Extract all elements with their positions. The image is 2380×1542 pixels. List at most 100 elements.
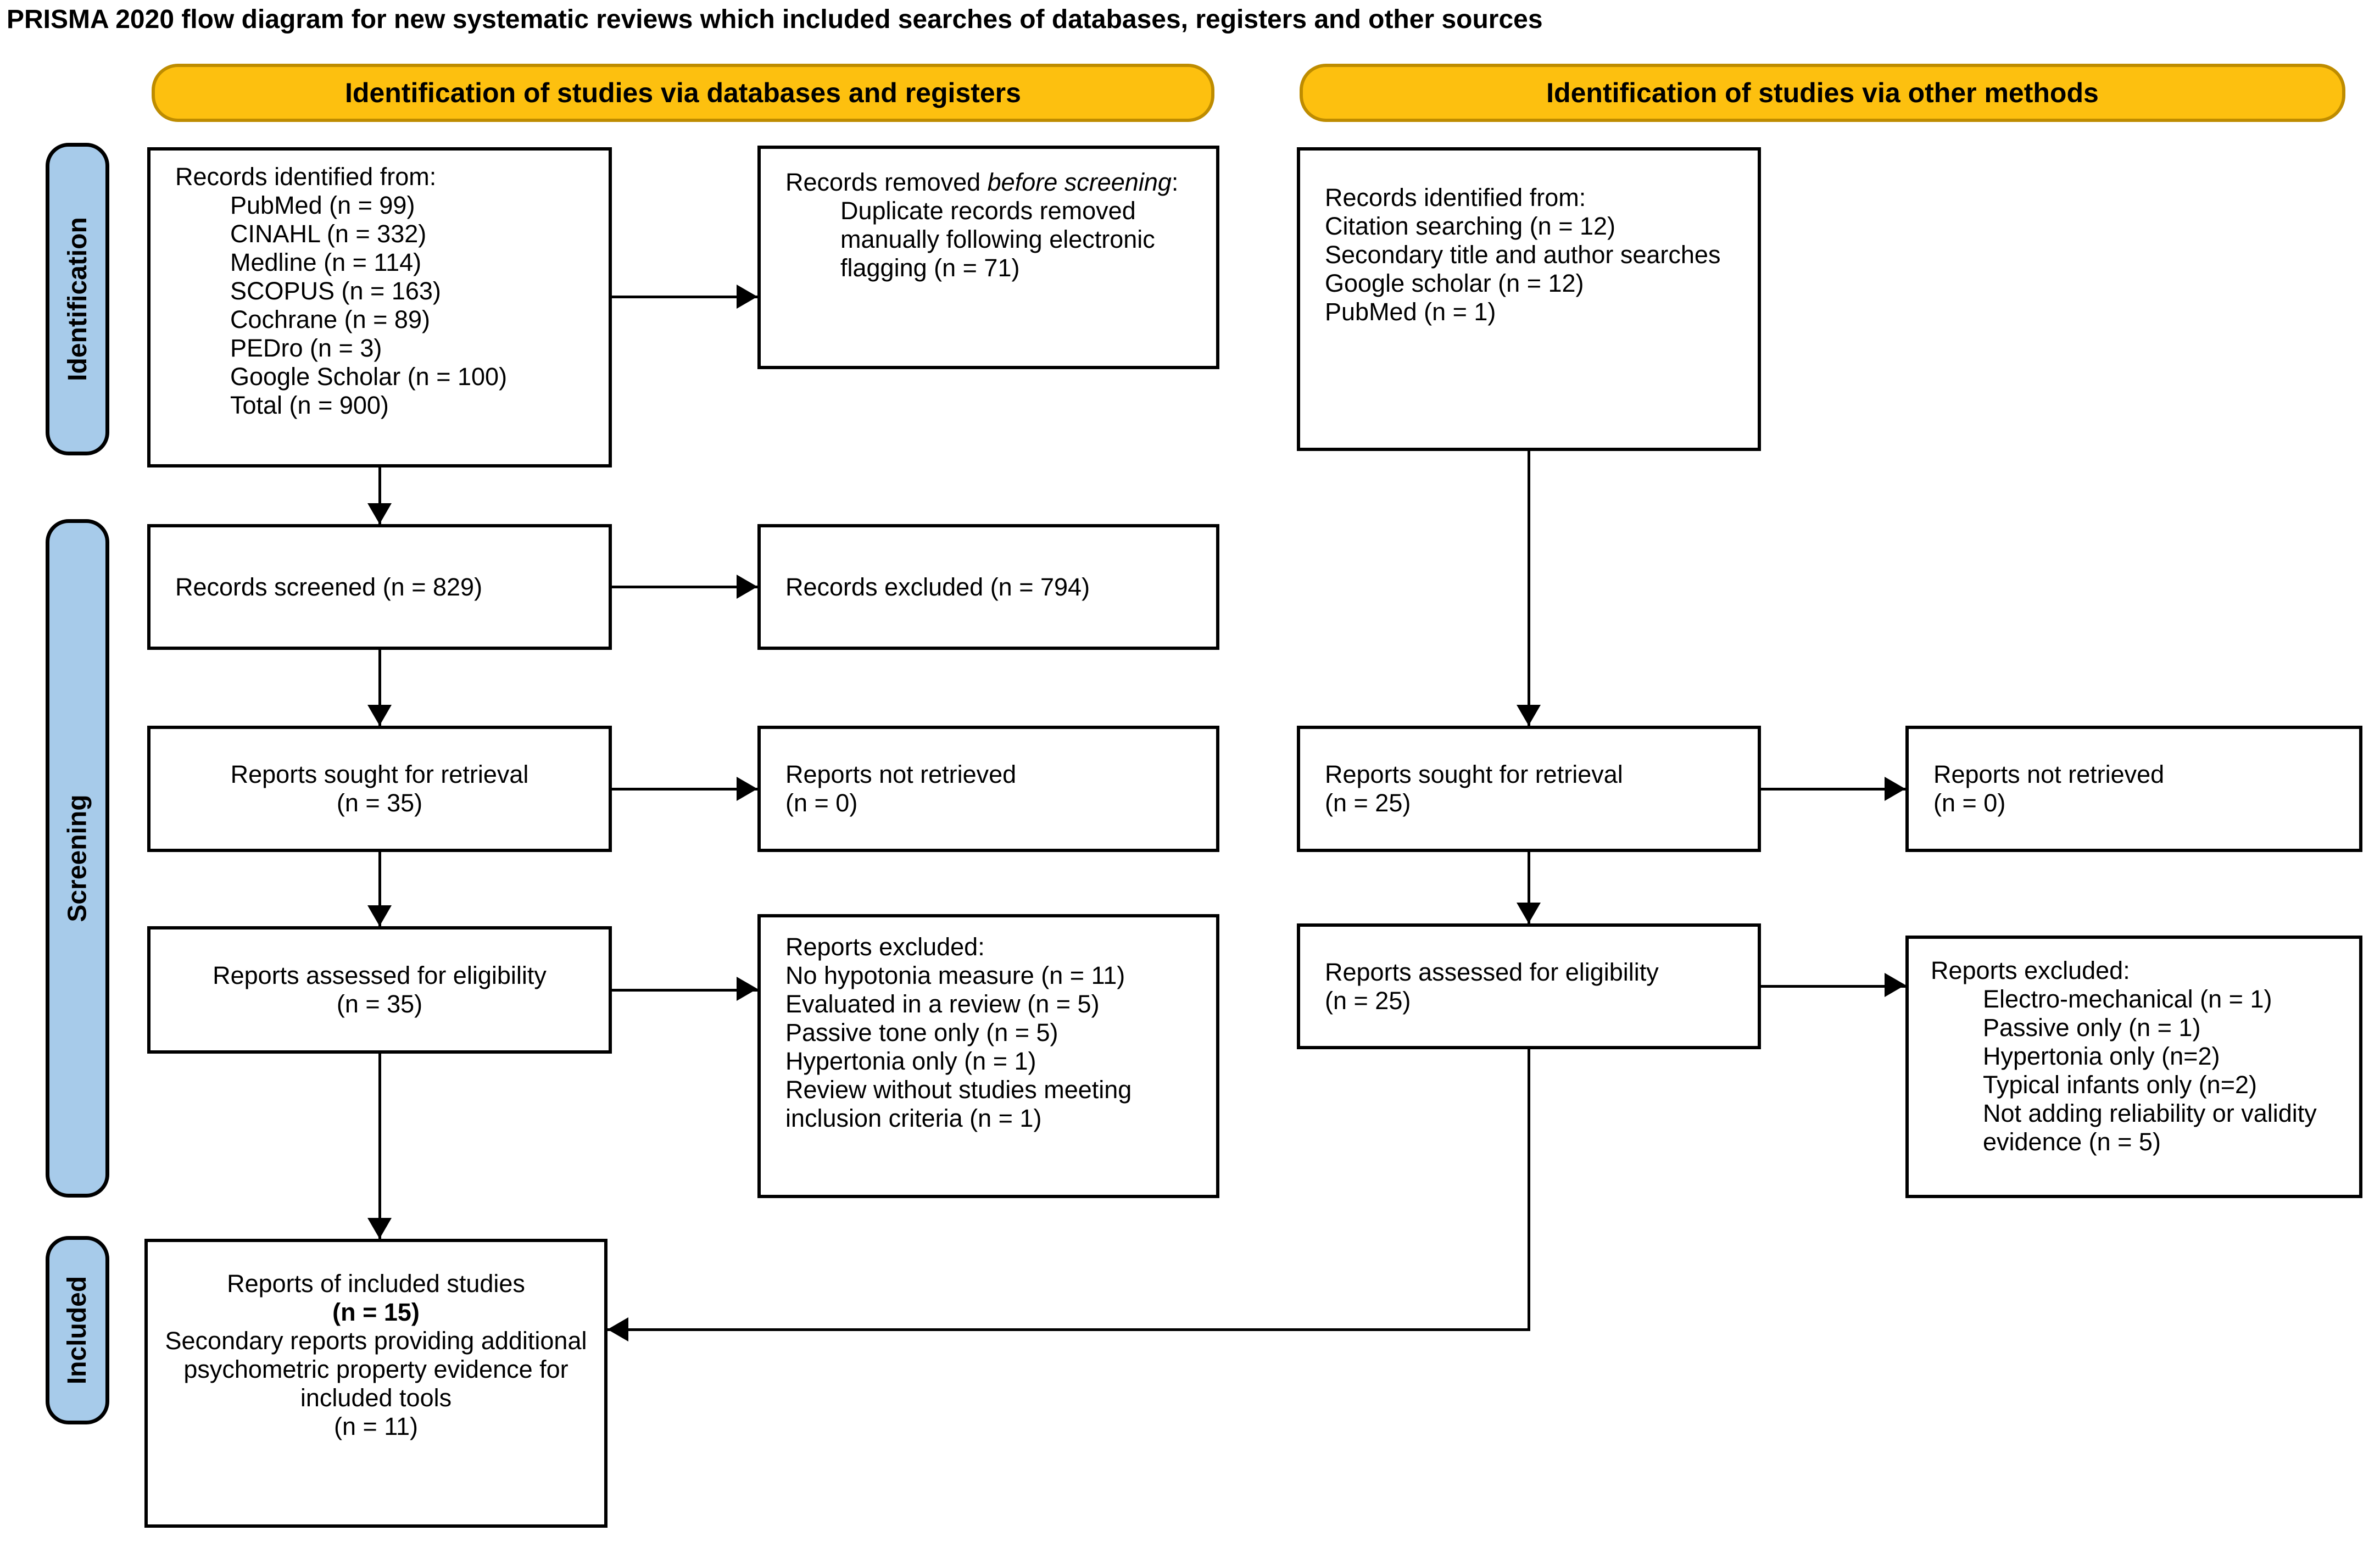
box-item: Total (n = 900): [230, 391, 389, 419]
down-arrow-icon: [367, 1218, 392, 1239]
box-item: Passive tone only (n = 5): [785, 1018, 1058, 1046]
box-line: Reports of included studies: [227, 1270, 525, 1298]
box-reports-sought-other: Reports sought for retrieval (n = 25): [1297, 726, 1761, 852]
stage-included-label: Included: [63, 1276, 92, 1385]
connector-sought-to-assessed-db-line: [378, 852, 381, 926]
right-arrow-icon: [737, 977, 757, 1001]
down-arrow-icon: [367, 705, 392, 726]
connector-identified-to-screened-line: [378, 467, 381, 524]
box-line: (n = 0): [785, 789, 858, 817]
box-head: Records removed before screening:: [785, 168, 1194, 197]
box-item: Citation searching (n = 12): [1325, 212, 1616, 240]
box-item: Evaluated in a review (n = 5): [785, 990, 1100, 1018]
box-line: (n = 25): [1325, 986, 1411, 1015]
box-item: PubMed (n = 1): [1325, 298, 1496, 326]
box-item: Hypertonia only (n=2): [1983, 1042, 2220, 1070]
box-line: Reports assessed for eligibility: [1325, 958, 1659, 986]
right-arrow-icon: [737, 575, 757, 599]
box-item: PEDro (n = 3): [230, 334, 382, 362]
connector-sought-to-notretrieved-other-line: [1761, 788, 1905, 791]
box-head: Reports excluded:: [785, 933, 985, 961]
box-line: (n = 0): [1933, 789, 2006, 817]
box-line: Reports sought for retrieval: [230, 760, 529, 788]
box-records-screened: Records screened (n = 829): [147, 524, 612, 650]
stage-identification: Identification: [46, 143, 109, 455]
right-arrow-icon: [1885, 777, 1905, 801]
box-reports-assessed-other: Reports assessed for eligibility (n = 25…: [1297, 923, 1761, 1049]
box-line: (n = 11): [334, 1412, 418, 1440]
connector-assessed-to-excluded-db-line: [612, 989, 757, 992]
right-arrow-icon: [1885, 973, 1905, 997]
left-arrow-icon: [607, 1317, 628, 1341]
box-item: Not adding reliability or validity evide…: [1983, 1099, 2317, 1156]
box-head: Records identified from:: [1325, 183, 1586, 211]
box-line: (n = 25): [1325, 789, 1411, 817]
box-item: Google scholar (n = 12): [1325, 269, 1584, 297]
connector-assessed-to-excluded-other-line: [1761, 985, 1905, 988]
box-head-text: Records removed: [785, 168, 988, 196]
box-line: (n = 35): [336, 990, 423, 1018]
stage-screening-label: Screening: [63, 794, 92, 922]
box-reports-sought-databases: Reports sought for retrieval (n = 35): [147, 726, 612, 852]
box-item: Review without studies meeting inclusion…: [785, 1076, 1132, 1132]
box-line: Secondary reports providing additional p…: [165, 1327, 587, 1412]
box-item: Passive only (n = 1): [1983, 1014, 2201, 1042]
connector-assessed-to-included-line: [378, 1054, 381, 1239]
box-reports-not-retrieved-databases: Reports not retrieved (n = 0): [757, 726, 1219, 852]
box-line: Records screened (n = 829): [175, 572, 483, 601]
box-line: Reports sought for retrieval: [1325, 760, 1623, 788]
box-item: Medline (n = 114): [230, 248, 422, 276]
box-records-excluded: Records excluded (n = 794): [757, 524, 1219, 650]
box-item: SCOPUS (n = 163): [230, 277, 441, 305]
right-arrow-icon: [737, 285, 757, 309]
box-item: Electro-mechanical (n = 1): [1983, 985, 2272, 1013]
banner-databases-registers: Identification of studies via databases …: [152, 64, 1214, 122]
box-reports-included: Reports of included studies (n = 15) Sec…: [144, 1239, 607, 1528]
box-item: Typical infants only (n=2): [1983, 1071, 2257, 1099]
box-line: Records excluded (n = 794): [785, 572, 1090, 601]
box-item: CINAHL (n = 332): [230, 220, 427, 248]
down-arrow-icon: [367, 905, 392, 926]
banner-other-methods-label: Identification of studies via other meth…: [1546, 77, 2099, 108]
down-arrow-icon: [1517, 705, 1541, 726]
box-item: PubMed (n = 99): [230, 191, 415, 219]
connector-sought-to-notretrieved-db-line: [612, 788, 757, 791]
box-line: Reports not retrieved: [1933, 760, 2165, 788]
box-records-identified-databases: Records identified from: PubMed (n = 99)…: [147, 147, 612, 467]
box-line: Reports not retrieved: [785, 760, 1017, 788]
box-reports-excluded-other: Reports excluded: Electro-mechanical (n …: [1905, 936, 2362, 1198]
connector-sought-to-assessed-other-line: [1528, 852, 1530, 923]
stage-identification-label: Identification: [63, 217, 92, 381]
box-head: Records identified from:: [175, 163, 437, 191]
box-reports-assessed-databases: Reports assessed for eligibility (n = 35…: [147, 926, 612, 1054]
box-reports-excluded-databases: Reports excluded: No hypotonia measure (…: [757, 914, 1219, 1198]
connector-assessed-other-to-included-vertical: [1528, 1049, 1530, 1329]
page-title: PRISMA 2020 flow diagram for new systema…: [7, 5, 1543, 34]
banner-other-methods: Identification of studies via other meth…: [1300, 64, 2345, 122]
box-line: Reports assessed for eligibility: [213, 961, 547, 989]
box-item: Hypertonia only (n = 1): [785, 1047, 1036, 1075]
box-head-colon: :: [1171, 168, 1179, 196]
banner-databases-registers-label: Identification of studies via databases …: [345, 77, 1021, 108]
box-item: Cochrane (n = 89): [230, 305, 430, 333]
connector-assessed-other-to-included-horizontal: [607, 1328, 1530, 1331]
box-reports-not-retrieved-other: Reports not retrieved (n = 0): [1905, 726, 2362, 852]
connector-screened-to-sought-line: [378, 650, 381, 726]
connector-screened-to-excluded-line: [612, 586, 757, 588]
box-item: No hypotonia measure (n = 11): [785, 961, 1125, 989]
box-head: Reports excluded:: [1931, 956, 2130, 984]
stage-screening: Screening: [46, 519, 109, 1198]
box-records-identified-other: Records identified from: Citation search…: [1297, 147, 1761, 451]
box-item: Duplicate records removed manually follo…: [840, 197, 1155, 282]
box-line: (n = 35): [336, 789, 423, 817]
connector-identified-other-to-sought-line: [1528, 451, 1530, 726]
stage-included: Included: [46, 1236, 109, 1424]
box-item: Google Scholar (n = 100): [230, 363, 508, 391]
box-item: Secondary title and author searches: [1325, 241, 1721, 269]
right-arrow-icon: [737, 777, 757, 801]
box-records-removed-before-screening: Records removed before screening: Duplic…: [757, 146, 1219, 369]
connector-identified-to-removed-line: [612, 296, 757, 298]
box-head-emphasis: before screening: [987, 168, 1172, 196]
down-arrow-icon: [1517, 903, 1541, 923]
